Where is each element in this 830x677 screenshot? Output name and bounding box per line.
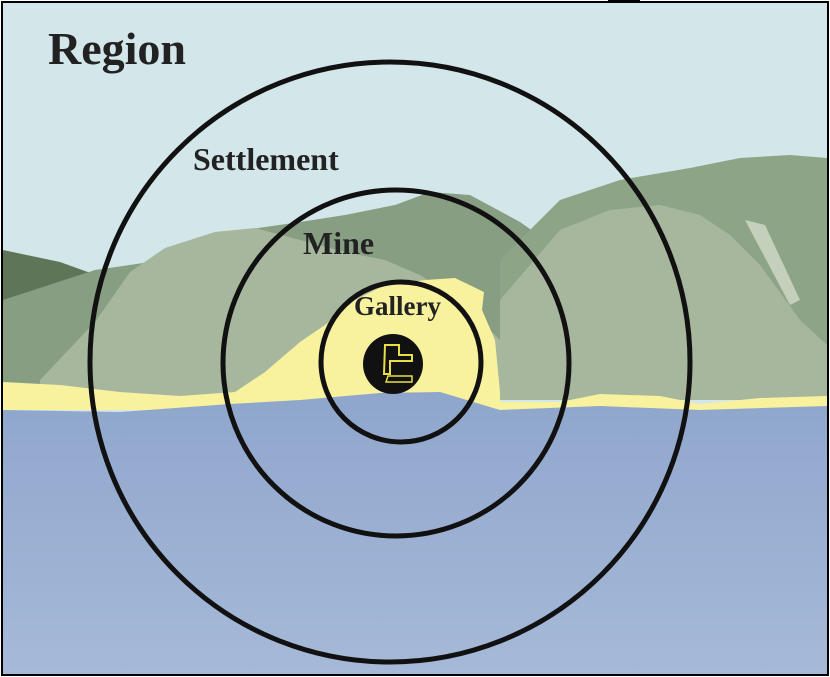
ring-mine <box>220 187 572 539</box>
label-gallery: Gallery <box>354 291 441 321</box>
ring-gallery <box>318 279 484 445</box>
hill-right-streak <box>745 220 800 305</box>
mine-cart-icon <box>363 334 423 394</box>
label-mine: Mine <box>303 225 374 261</box>
ring-settlement <box>87 59 693 665</box>
label-settlement: Settlement <box>193 141 339 177</box>
label-region: Region <box>48 23 186 74</box>
hill-right-front <box>500 205 827 400</box>
